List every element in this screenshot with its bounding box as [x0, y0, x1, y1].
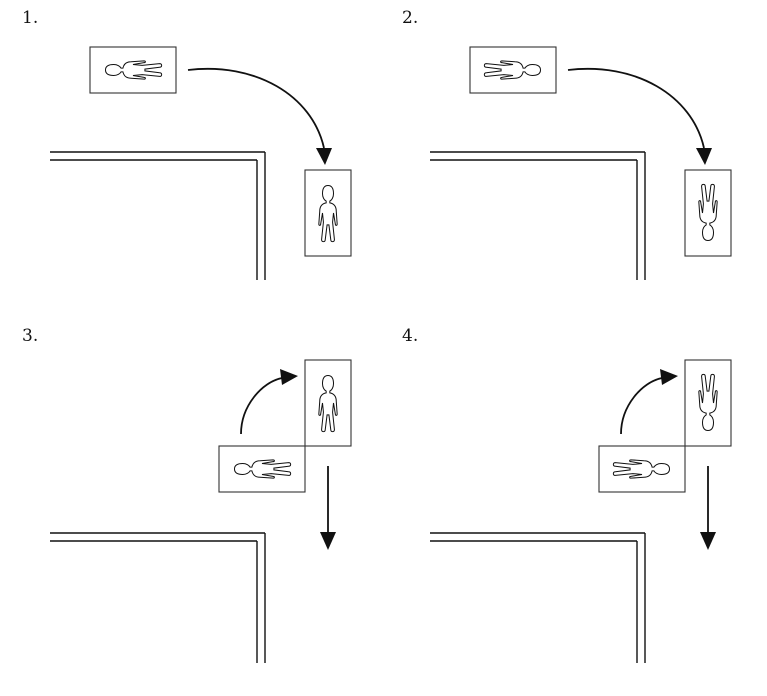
horizontal-board [598, 445, 686, 493]
vertical-board [304, 169, 352, 257]
down-arrow [700, 466, 716, 550]
horizontal-board [218, 445, 306, 493]
horizontal-board [89, 46, 177, 94]
panel-2-diagram [430, 46, 732, 280]
panel-3: 3. [0, 318, 370, 663]
wall-corner [430, 532, 646, 663]
horizontal-board [469, 46, 557, 94]
panel-3-diagram [50, 359, 352, 663]
panel-label: 2. [402, 8, 419, 28]
panel-2: 2. [380, 0, 750, 300]
panel-label: 4. [402, 326, 419, 346]
vertical-board [684, 359, 732, 447]
wall-corner [50, 532, 266, 663]
down-arrow [320, 466, 336, 550]
curved-arrow [187, 68, 332, 165]
curved-arrow [567, 68, 712, 165]
curved-arrow [620, 369, 678, 435]
panel-1-diagram [50, 46, 352, 280]
vertical-board [304, 359, 352, 447]
wall-corner [50, 151, 266, 280]
wall-corner [430, 151, 646, 280]
panel-4: 4. [380, 318, 750, 663]
panel-label: 3. [22, 326, 39, 346]
panel-4-diagram [430, 359, 732, 663]
vertical-board [684, 169, 732, 257]
curved-arrow [240, 369, 298, 435]
panel-1: 1. [0, 0, 370, 300]
panel-label: 1. [22, 8, 39, 28]
